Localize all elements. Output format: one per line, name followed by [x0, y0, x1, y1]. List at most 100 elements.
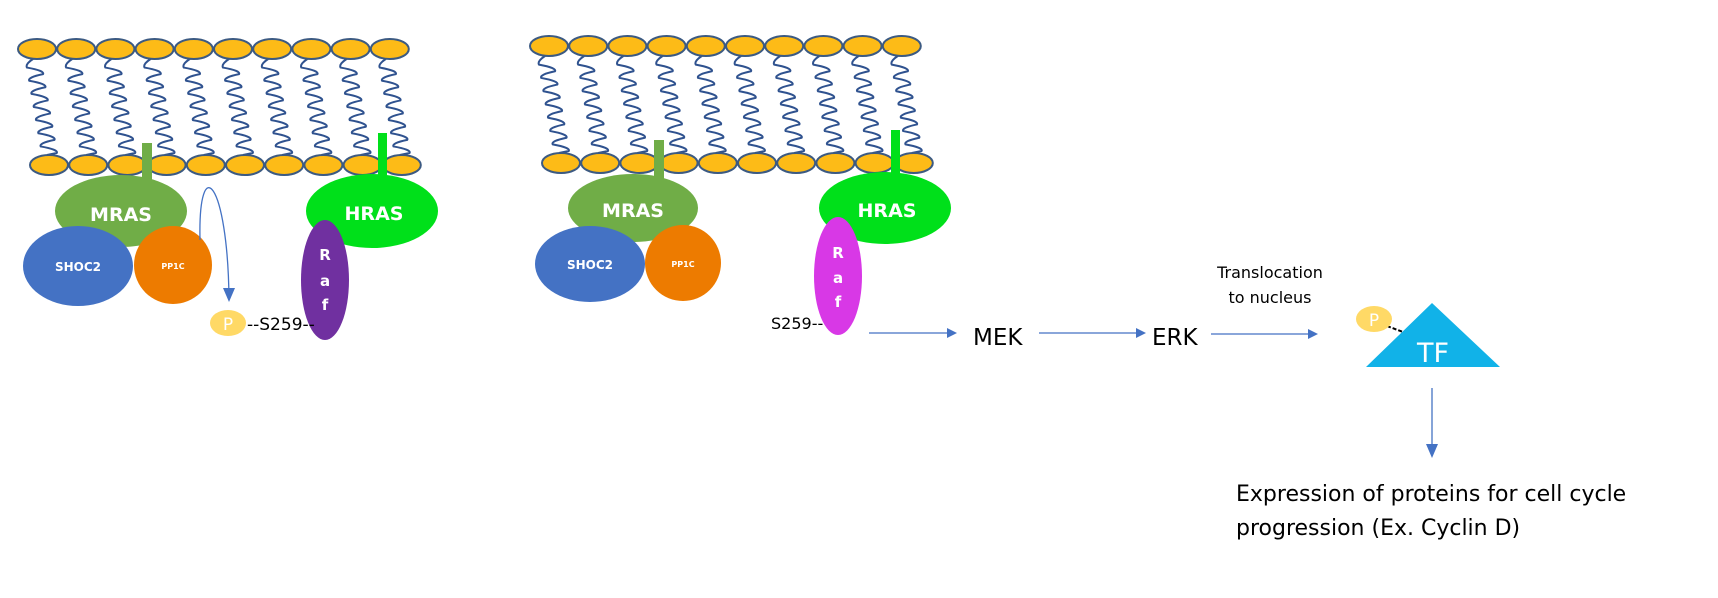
lipid-head-inner: [815, 152, 856, 174]
lipid-tail: [733, 55, 766, 154]
lipid-head-inner: [342, 154, 383, 176]
lipid-tail: [182, 58, 215, 156]
erk-label: ERK: [1152, 325, 1199, 351]
mras-label: MRAS: [90, 204, 152, 226]
lipid-head-inner: [737, 152, 777, 174]
lipid-tail: [616, 55, 649, 154]
lipid-head-inner: [185, 154, 226, 176]
lipid-tail: [300, 58, 333, 156]
lipid-head-outer: [56, 38, 97, 60]
mapk-pathway: MEK ERK Translocation to nucleus TF P Ex…: [869, 263, 1626, 541]
left-complex: MRAS SHOC2 PP1C HRAS R a f P --S259--: [23, 133, 438, 340]
lipid-tail: [812, 55, 845, 154]
lipid-tail: [890, 55, 923, 154]
lipid-head-outer: [725, 35, 765, 57]
pp1c-protein: [645, 225, 721, 301]
lipid-head-inner: [893, 152, 934, 174]
lipid-tail: [221, 58, 254, 156]
lipid-tail: [25, 58, 58, 156]
pp1c-label: PP1C: [161, 262, 184, 271]
tf-phosphate-label: P: [1369, 311, 1379, 331]
raf-protein-inactive: [301, 220, 349, 340]
pp1c-label: PP1C: [671, 260, 694, 269]
lipid-head-inner: [658, 152, 699, 174]
phosphate-label: P: [223, 315, 233, 335]
tf-label: TF: [1416, 338, 1449, 369]
translocation-label-line1: Translocation: [1216, 263, 1323, 282]
mras-protein: [568, 174, 698, 242]
raf-letter-a: a: [833, 269, 843, 287]
raf-protein-active: [814, 217, 862, 335]
lipid-tail: [576, 55, 610, 154]
cell-membrane-left: [17, 38, 422, 176]
lipid-head-outer: [764, 35, 805, 57]
lipid-head-outer: [213, 38, 253, 60]
mras-anchor: [142, 143, 152, 183]
lipid-head-inner: [225, 154, 265, 176]
lipid-head-outer: [685, 35, 726, 57]
right-complex: MRAS SHOC2 PP1C HRAS R a f S259--: [535, 130, 951, 335]
lipid-tail: [339, 58, 372, 156]
hras-protein: [819, 172, 951, 244]
mras-label: MRAS: [602, 200, 664, 222]
lipid-tail: [260, 58, 294, 156]
lipid-head-outer: [842, 35, 883, 57]
translocation-label-line2: to nucleus: [1229, 288, 1312, 307]
tf-phosphate-group: [1356, 306, 1392, 332]
raf-letter-f: f: [322, 296, 329, 314]
lipid-head-inner: [29, 154, 69, 176]
hras-protein: [306, 174, 438, 248]
lipid-tail: [378, 58, 411, 156]
shoc2-label: SHOC2: [567, 258, 613, 272]
s259-site-label: S259--: [771, 314, 823, 333]
cell-membrane-right: [529, 35, 934, 174]
lipid-head-inner: [854, 152, 895, 174]
pp1c-protein: [134, 226, 212, 304]
raf-letter-a: a: [320, 272, 330, 290]
outcome-text-line2: progression (Ex. Cyclin D): [1236, 516, 1520, 541]
phosphate-group: [210, 310, 246, 336]
lipid-head-inner: [580, 152, 621, 174]
lipid-tail: [851, 55, 884, 154]
lipid-head-outer: [803, 35, 844, 57]
lipid-head-outer: [134, 38, 175, 60]
lipid-head-inner: [303, 154, 344, 176]
lipid-tail: [694, 55, 727, 154]
raf-letter-f: f: [835, 293, 842, 311]
dephosphorylation-arrow: [199, 187, 235, 302]
lipid-head-outer: [173, 38, 214, 60]
lipid-head-inner: [264, 154, 305, 176]
lipid-tail: [64, 58, 98, 156]
lipid-tail: [104, 58, 137, 156]
hras-anchor: [891, 130, 900, 178]
lipid-head-outer: [330, 38, 371, 60]
lipid-head-outer: [252, 38, 293, 60]
lipid-tail: [655, 55, 688, 154]
lipid-head-inner: [107, 154, 148, 176]
lipid-head-inner: [68, 154, 109, 176]
lipid-head-outer: [369, 38, 410, 60]
outcome-text-line1: Expression of proteins for cell cycle: [1236, 482, 1626, 507]
lipid-head-outer: [95, 38, 136, 60]
lipid-head-outer: [646, 35, 687, 57]
lipid-head-outer: [17, 38, 57, 60]
lipid-head-outer: [607, 35, 648, 57]
lipid-head-outer: [568, 35, 609, 57]
shoc2-label: SHOC2: [55, 260, 101, 274]
lipid-head-outer: [881, 35, 922, 57]
lipid-head-outer: [291, 38, 332, 60]
mras-anchor: [654, 140, 664, 180]
mek-label: MEK: [973, 325, 1023, 351]
hras-anchor: [378, 133, 387, 178]
shoc2-protein: [535, 226, 645, 302]
lipid-head-inner: [619, 152, 660, 174]
lipid-tail: [143, 58, 176, 156]
lipid-head-inner: [776, 152, 817, 174]
lipid-head-inner: [146, 154, 187, 176]
lipid-tail: [537, 55, 570, 154]
shoc2-protein: [23, 226, 133, 306]
hras-label: HRAS: [858, 200, 917, 222]
lipid-head-outer: [529, 35, 569, 57]
hras-label: HRAS: [345, 203, 404, 225]
